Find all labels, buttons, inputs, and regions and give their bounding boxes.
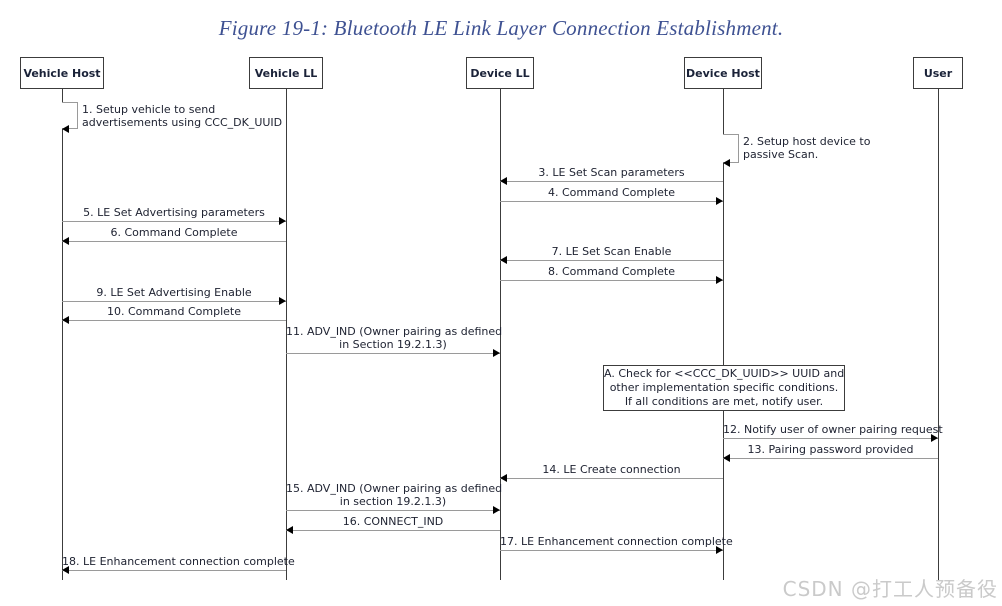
message-arrowhead xyxy=(500,256,507,264)
message-label: 18. LE Enhancement connection complete xyxy=(62,555,295,568)
message-line xyxy=(723,458,938,459)
message-arrowhead xyxy=(62,566,69,574)
actor-device-ll: Device LL xyxy=(466,57,534,89)
actor-vehicle-host: Vehicle Host xyxy=(20,57,104,89)
message-label: 17. LE Enhancement connection complete xyxy=(500,535,733,548)
message-line xyxy=(62,570,286,571)
message-arrowhead xyxy=(723,454,730,462)
message-line xyxy=(500,478,723,479)
message-line xyxy=(286,530,500,531)
message-label: 10. Command Complete xyxy=(106,305,242,318)
actor-device-host: Device Host xyxy=(684,57,762,89)
message-line xyxy=(62,241,286,242)
message-arrowhead xyxy=(716,546,723,554)
message-label: 5. LE Set Advertising parameters xyxy=(83,206,265,219)
lifeline-vehicle-host xyxy=(62,89,63,580)
self-message-arrowhead xyxy=(723,159,730,167)
message-arrowhead xyxy=(62,316,69,324)
message-line xyxy=(62,320,286,321)
message-arrowhead xyxy=(286,526,293,534)
message-arrowhead xyxy=(500,474,507,482)
message-label: 16. CONNECT_IND xyxy=(342,515,444,528)
message-line xyxy=(500,181,723,182)
figure-title: Figure 19-1: Bluetooth LE Link Layer Con… xyxy=(218,16,784,40)
message-line xyxy=(286,353,500,354)
lifeline-device-ll xyxy=(500,89,501,580)
lifeline-vehicle-ll xyxy=(286,89,287,580)
self-message-loop xyxy=(62,102,78,129)
message-arrowhead xyxy=(500,177,507,185)
lifeline-user xyxy=(938,89,939,580)
message-line xyxy=(500,280,723,281)
message-line xyxy=(62,221,286,222)
actor-user: User xyxy=(913,57,963,89)
actor-vehicle-ll: Vehicle LL xyxy=(249,57,323,89)
message-arrowhead xyxy=(716,197,723,205)
message-line xyxy=(500,201,723,202)
message-label: 6. Command Complete xyxy=(110,226,238,239)
message-arrowhead xyxy=(279,217,286,225)
message-label: 9. LE Set Advertising Enable xyxy=(96,286,252,299)
self-message-loop xyxy=(723,134,739,163)
lifeline-device-host xyxy=(723,89,724,580)
message-line xyxy=(500,260,723,261)
message-label: 12. Notify user of owner pairing request xyxy=(723,423,943,436)
message-label: 14. LE Create connection xyxy=(542,463,681,476)
message-arrowhead xyxy=(493,349,500,357)
message-line xyxy=(723,438,938,439)
message-line xyxy=(286,510,500,511)
message-label: 4. Command Complete xyxy=(547,186,676,199)
message-label: 7. LE Set Scan Enable xyxy=(551,245,672,258)
message-label: 8. Command Complete xyxy=(547,265,676,278)
self-message-arrowhead xyxy=(62,125,69,133)
watermark: CSDN @打工人预备役 xyxy=(782,577,998,601)
message-arrowhead xyxy=(931,434,938,442)
message-arrowhead xyxy=(279,297,286,305)
message-label: 13. Pairing password provided xyxy=(747,443,914,456)
message-label: 3. LE Set Scan parameters xyxy=(538,166,685,179)
message-arrowhead xyxy=(493,506,500,514)
message-arrowhead xyxy=(62,237,69,245)
message-line xyxy=(500,550,723,551)
message-line xyxy=(62,301,286,302)
message-arrowhead xyxy=(716,276,723,284)
